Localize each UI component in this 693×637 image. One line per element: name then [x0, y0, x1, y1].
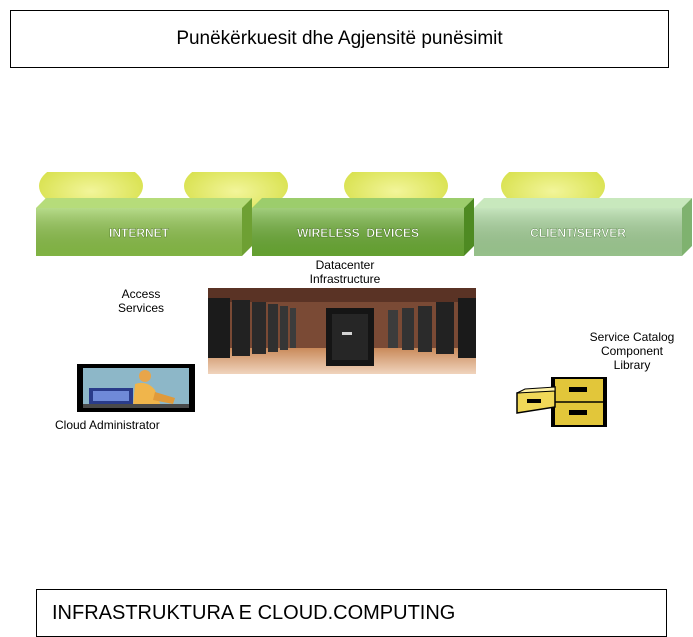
tab-internet-label: INTERNET [109, 226, 170, 240]
cloud-administrator-label: Cloud Administrator [55, 418, 160, 432]
tab-internet: INTERNET [36, 198, 252, 256]
tab-client-server-label: CLIENT/SERVER [530, 226, 626, 240]
category-band: INTERNET WIRELESS DEVICES CLIENT/SERVER [36, 160, 693, 256]
datacenter-label: Datacenter Infrastructure [309, 258, 381, 286]
tab-wireless-devices: WIRELESS DEVICES [252, 198, 474, 256]
header-title: Punëkërkuesit dhe Agjensitë punësimit [176, 28, 503, 49]
footer-title-box: INFRASTRUKTURA E CLOUD.COMPUTING [36, 589, 667, 637]
header-title-box: Punëkërkuesit dhe Agjensitë punësimit [10, 10, 669, 68]
datacenter-servers-image [208, 288, 476, 374]
tab-wireless-label: WIRELESS DEVICES [297, 226, 419, 240]
tab-client-server: CLIENT/SERVER [474, 198, 692, 256]
file-cabinet-icon [511, 373, 613, 428]
access-services-label: Access Services [117, 287, 164, 315]
cloud-administrator-icon [77, 364, 195, 412]
footer-title: INFRASTRUKTURA E CLOUD.COMPUTING [52, 602, 456, 624]
service-catalog-label: Service Catalog Component Library [589, 330, 675, 372]
